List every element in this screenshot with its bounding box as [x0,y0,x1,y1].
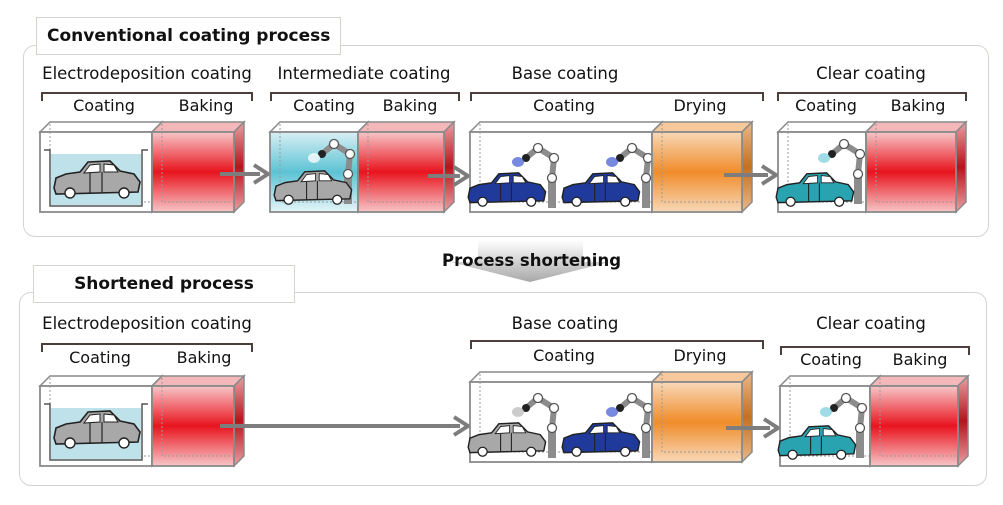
stage-title: Electrodeposition coating [42,64,252,83]
car-body-grey [467,422,547,457]
stage-bracket [41,92,253,101]
car-body-teal [777,425,857,460]
bath-tank [44,403,148,461]
step-label: Coating [533,346,595,365]
painting-robot [820,392,868,458]
stage-bracket [780,346,970,355]
stage-title: Intermediate coating [277,64,451,83]
step-label: Drying [673,346,727,365]
painting-robot [606,142,654,208]
stage-title: Electrodeposition coating [42,314,252,333]
car-body-grey [53,410,141,449]
step-label: Coating [800,350,862,369]
painting-robot [512,142,560,208]
step-label: Coating [69,348,131,367]
car-body-grey [273,170,353,205]
stage-bracket [470,92,764,101]
stage-title: Clear coating [816,314,926,333]
stage-bracket [777,92,967,101]
drying-oven [650,120,754,214]
conventional-process-title: Conventional coating process [36,17,342,55]
step-label: Baking [176,348,232,367]
step-label: Coating [293,96,355,115]
process-arrow [220,163,272,185]
stage-title: Clear coating [816,64,926,83]
painting-robot [308,138,356,204]
baking-oven [356,120,456,214]
stage-bracket [470,340,764,349]
process-arrow [724,164,780,186]
painting-robot [818,138,866,204]
step-label: Baking [382,96,438,115]
painting-robot [606,392,654,458]
baking-oven [150,120,246,214]
baking-oven [868,374,970,468]
step-label: Drying [673,96,727,115]
process-arrow [428,165,472,187]
car-body-grey [53,160,141,199]
baking-oven [150,374,246,468]
process-shortening-label: Process shortening [442,251,622,270]
step-label: Baking [892,350,948,369]
stage-bracket [41,343,253,352]
bath-tank [44,149,148,207]
car-body-teal [775,172,855,207]
baking-oven [864,120,968,214]
car-body-blue [561,422,641,457]
step-label: Baking [890,96,946,115]
step-label: Coating [533,96,595,115]
car-body-blue [467,172,547,207]
step-label: Coating [795,96,857,115]
shortened-process-title: Shortened process [33,265,295,303]
process-arrow [220,415,472,437]
process-arrow [726,417,782,439]
drying-oven [650,370,754,464]
car-body-blue [561,172,641,207]
step-label: Baking [178,96,234,115]
step-label: Coating [73,96,135,115]
stage-bracket [270,92,460,101]
stage-title: Base coating [511,314,619,333]
painting-robot [512,392,560,458]
stage-title: Base coating [511,64,619,83]
